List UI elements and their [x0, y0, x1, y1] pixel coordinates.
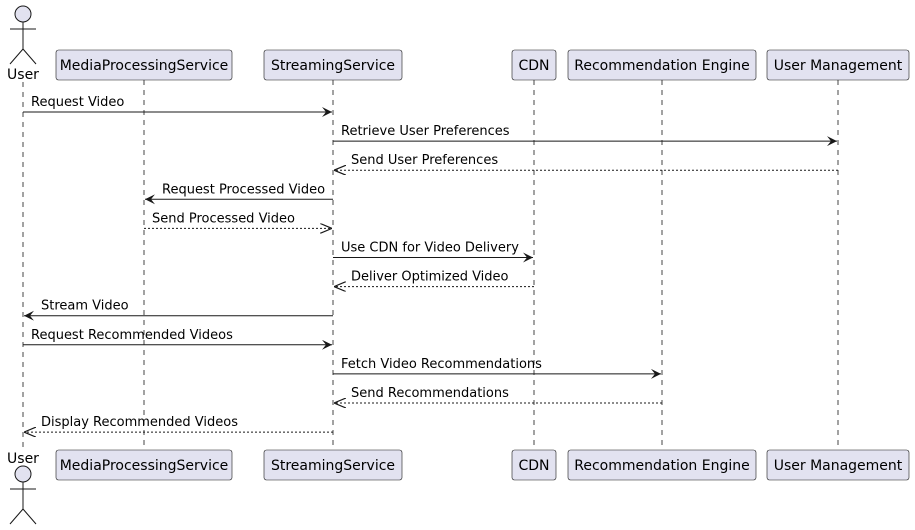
- message-9: Request Recommended Videos: [23, 328, 332, 350]
- participant-reco-top: Recommendation Engine: [567, 49, 757, 81]
- participant-box: [511, 49, 557, 81]
- message-label: Send Processed Video: [152, 211, 295, 226]
- actor-user-top: User: [7, 5, 39, 83]
- participant-box: [567, 449, 757, 481]
- participant-label: StreamingService: [271, 58, 395, 74]
- message-label: Stream Video: [41, 299, 129, 314]
- message-label: Fetch Video Recommendations: [341, 357, 542, 372]
- lifelines: [22, 80, 839, 450]
- participant-label: CDN: [518, 58, 549, 74]
- message-label: Deliver Optimized Video: [351, 270, 509, 285]
- participant-label: User Management: [774, 458, 903, 474]
- message-label: Send User Preferences: [351, 153, 498, 168]
- message-12: Display Recommended Videos: [24, 415, 333, 432]
- participant-label: User Management: [774, 58, 903, 74]
- message-6: Use CDN for Video Delivery: [333, 241, 533, 263]
- message-7: Deliver Optimized Video: [334, 270, 534, 287]
- message-4: Request Processed Video: [145, 182, 333, 205]
- participant-label: StreamingService: [271, 458, 395, 474]
- message-8: Stream Video: [24, 299, 333, 321]
- actor-leg-right: [22, 508, 37, 525]
- participant-label: User: [7, 451, 39, 467]
- actor-user-bottom: User: [7, 451, 39, 525]
- participant-box: [263, 49, 403, 81]
- participant-box: [567, 49, 757, 81]
- participant-usermgmt-bottom: User Management: [766, 449, 910, 481]
- message-2: Retrieve User Preferences: [333, 124, 837, 147]
- message-label: Request Recommended Videos: [31, 328, 233, 343]
- message-10: Fetch Video Recommendations: [333, 357, 661, 379]
- actor-head: [14, 5, 32, 23]
- message-5: Send Processed Video: [144, 211, 332, 228]
- message-label: Use CDN for Video Delivery: [341, 241, 519, 256]
- participant-media-bottom: MediaProcessingService: [55, 449, 233, 481]
- actor-leg-right: [22, 48, 37, 65]
- participant-label: MediaProcessingService: [60, 458, 229, 474]
- participant-label: User: [7, 67, 39, 83]
- participant-box: [55, 49, 233, 81]
- participant-label: Recommendation Engine: [574, 58, 749, 74]
- participant-box: [55, 449, 233, 481]
- message-label: Retrieve User Preferences: [341, 124, 510, 139]
- participant-label: Recommendation Engine: [574, 458, 749, 474]
- participant-cdn-top: CDN: [511, 49, 557, 81]
- participant-box: [766, 49, 910, 81]
- participant-headers-bottom: User MediaProcessingService StreamingServi…: [7, 449, 910, 525]
- participant-reco-bottom: Recommendation Engine: [567, 449, 757, 481]
- message-label: Request Processed Video: [162, 182, 325, 197]
- actor-leg-left: [9, 48, 24, 65]
- participant-headers-top: User MediaProcessingService StreamingServi…: [7, 5, 910, 83]
- participant-label: CDN: [518, 458, 549, 474]
- participant-usermgmt-top: User Management: [766, 49, 910, 81]
- message-3: Send User Preferences: [334, 153, 838, 170]
- message-label: Send Recommendations: [351, 386, 509, 401]
- actor-leg-left: [9, 508, 24, 525]
- participant-streaming-bottom: StreamingService: [263, 449, 403, 481]
- participant-box: [263, 449, 403, 481]
- message-label: Request Video: [31, 95, 124, 110]
- message-11: Send Recommendations: [334, 386, 662, 403]
- participant-box: [766, 449, 910, 481]
- actor-head: [14, 465, 32, 483]
- participant-media-top: MediaProcessingService: [55, 49, 233, 81]
- participant-cdn-bottom: CDN: [511, 449, 557, 481]
- message-label: Display Recommended Videos: [41, 415, 238, 430]
- participant-streaming-top: StreamingService: [263, 49, 403, 81]
- message-1: Request Video: [23, 95, 332, 117]
- participant-box: [511, 449, 557, 481]
- participant-label: MediaProcessingService: [60, 58, 229, 74]
